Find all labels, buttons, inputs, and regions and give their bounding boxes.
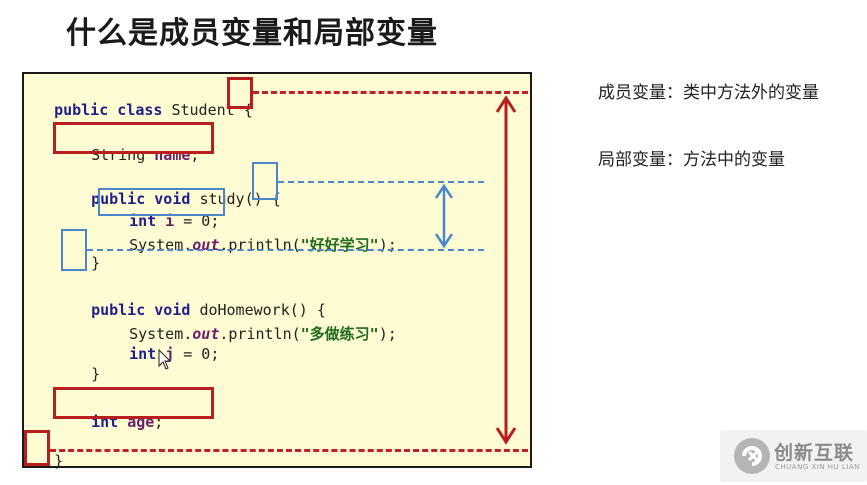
code-line-study-close: } [73, 236, 100, 272]
field-name: name [154, 146, 191, 164]
watermark-logo-icon [734, 438, 770, 474]
homework-signature: doHomework() { [199, 301, 326, 319]
local-j-init: = 0; [183, 345, 220, 363]
class-scope-bottom-guide [50, 449, 528, 452]
study-close-brace-highlight [61, 229, 87, 271]
member-var-name-highlight [53, 122, 214, 154]
local-var-i: i [165, 212, 175, 230]
int-keyword: int [129, 212, 157, 230]
watermark-brand: 创新互联 [774, 442, 855, 464]
study-keyword: public void [91, 190, 191, 208]
int-keyword: int [129, 345, 157, 363]
class-close-brace-highlight [24, 430, 50, 466]
class-open-brace-highlight [227, 77, 253, 109]
field-semicolon: ; [190, 146, 200, 164]
code-line-local-j: int j = 0; [111, 327, 219, 363]
code-line-field-name: String name; [73, 128, 199, 164]
member-variable-definition: 成员变量：类中方法外的变量 [598, 83, 819, 103]
slide-title: 什么是成员变量和局部变量 [66, 16, 438, 51]
string-literal-2: "多做练习" [300, 325, 379, 343]
out-field: out [192, 325, 220, 343]
code-line-homework-decl: public void doHomework() { [73, 283, 326, 319]
code-line-local-i: int i = 0; [111, 194, 219, 230]
local-i-init: = 0; [183, 212, 220, 230]
class-name: Student [171, 101, 235, 119]
study-signature: study() [199, 190, 263, 208]
code-line-class-close: } [36, 434, 63, 470]
method-scope-bottom-guide [87, 249, 484, 251]
watermark-subtitle: CHUANG XIN HU LIAN [775, 463, 860, 471]
member-scope-arrow [495, 95, 517, 445]
code-panel [22, 72, 532, 468]
class-open-brace: { [243, 101, 253, 119]
study-open-brace-highlight [252, 162, 278, 200]
field-semicolon: ; [154, 413, 164, 431]
method-scope-top-guide [278, 181, 484, 183]
local-scope-arrow [434, 183, 454, 249]
mouse-cursor-icon [158, 348, 172, 370]
watermark: 创新互联 CHUANG XIN HU LIAN [720, 430, 867, 482]
code-line-homework-close: } [73, 347, 100, 383]
class-close-brace: } [54, 452, 64, 470]
field-type: String [91, 146, 146, 164]
class-scope-top-guide [253, 91, 528, 94]
local-variable-definition: 局部变量：方法中的变量 [598, 150, 785, 170]
code-line-class-decl: public class Student { [36, 83, 253, 119]
study-close-brace: } [91, 254, 101, 272]
homework-keyword: public void [91, 301, 191, 319]
local-var-i-highlight [98, 188, 225, 216]
homework-close-brace: } [91, 365, 101, 383]
code-line-println-2: System.out.println("多做练习"); [111, 305, 397, 344]
call-end: ); [378, 325, 397, 343]
member-var-age-highlight [53, 387, 214, 419]
system-prefix: System. [129, 325, 193, 343]
println-call: .println( [219, 325, 301, 343]
local-var-j: j [165, 345, 175, 363]
class-keyword: public class [54, 101, 163, 119]
